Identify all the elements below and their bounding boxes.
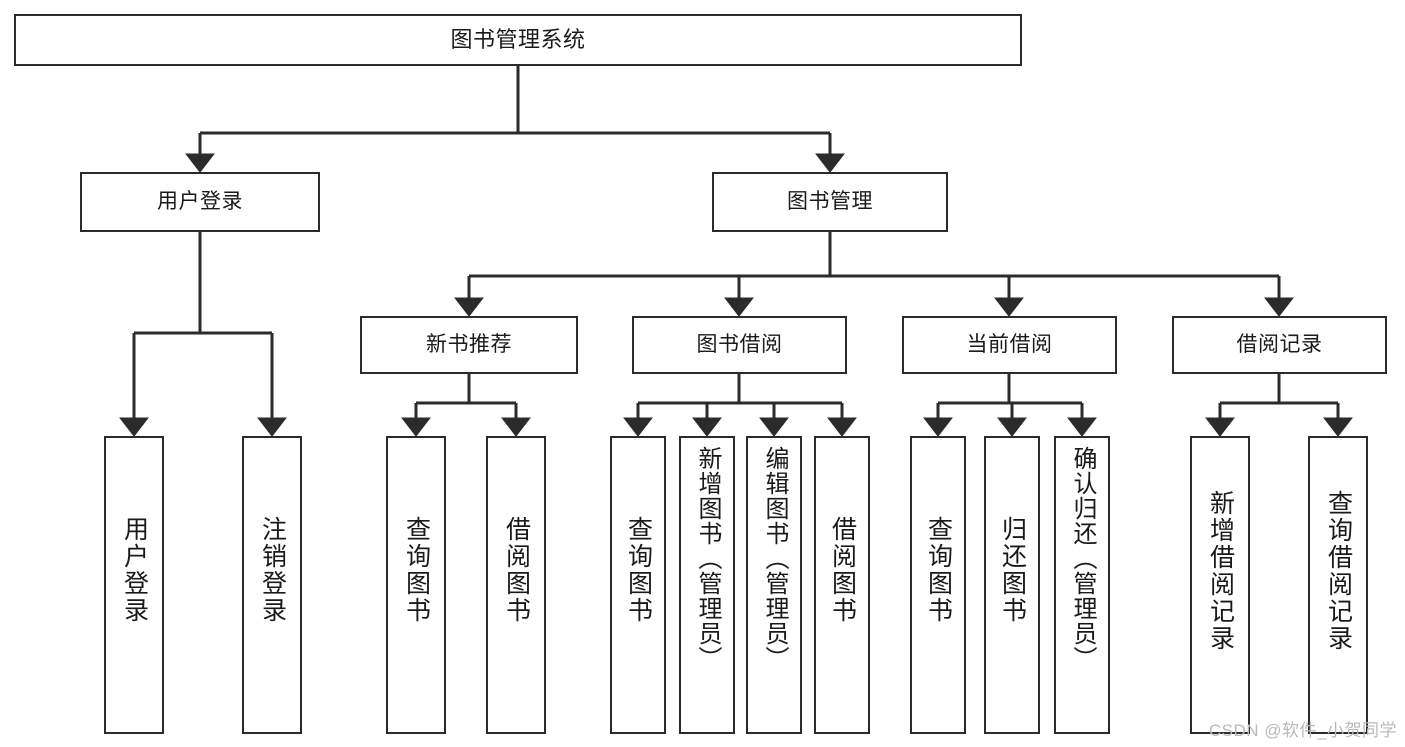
node-user-login[interactable]: 用户登录 [80,172,320,232]
node-label: 借阅记录 [1236,333,1323,357]
node-borrow-records[interactable]: 借阅记录 [1172,316,1387,374]
csdn-watermark: CSDN @软件_小贺同学 [1208,721,1397,740]
node-leaf-query-book-1[interactable]: 查询图书 [386,436,446,734]
node-leaf-return-book[interactable]: 归还图书 [984,436,1040,734]
node-label: 新书推荐 [426,333,512,357]
node-book-management[interactable]: 图书管理 [712,172,948,232]
node-label: 借阅图书 [502,516,531,624]
node-label: 查询图书 [624,516,653,624]
node-leaf-edit-book-admin[interactable]: 编辑图书（管理员） [746,436,802,734]
node-leaf-add-book-admin[interactable]: 新增图书（管理员） [679,436,735,734]
node-label: 确认归还（管理员） [1069,446,1096,671]
node-label: 图书借阅 [696,333,783,357]
node-label: 新增借阅记录 [1206,490,1235,652]
node-leaf-add-borrow-record[interactable]: 新增借阅记录 [1190,436,1250,734]
node-leaf-query-borrow-record[interactable]: 查询借阅记录 [1308,436,1368,734]
node-root[interactable]: 图书管理系统 [14,14,1022,66]
node-label: 注销登录 [258,516,287,624]
node-leaf-logout[interactable]: 注销登录 [242,436,302,734]
node-current-borrow[interactable]: 当前借阅 [902,316,1117,374]
node-label: 借阅图书 [828,516,857,624]
node-leaf-user-login[interactable]: 用户登录 [104,436,164,734]
node-label: 用户登录 [157,190,243,214]
node-label: 新增图书（管理员） [694,446,721,671]
node-leaf-borrow-book-1[interactable]: 借阅图书 [486,436,546,734]
node-label: 编辑图书（管理员） [761,446,788,671]
node-label: 图书管理 [787,190,873,214]
node-label: 查询图书 [402,516,431,624]
node-label: 查询图书 [924,516,953,624]
node-leaf-query-book-3[interactable]: 查询图书 [910,436,966,734]
node-leaf-confirm-return-admin[interactable]: 确认归还（管理员） [1054,436,1110,734]
node-label: 用户登录 [120,516,149,624]
node-book-borrow[interactable]: 图书借阅 [632,316,847,374]
node-label: 归还图书 [998,516,1027,624]
node-label: 图书管理系统 [450,26,586,52]
node-new-book-recommend[interactable]: 新书推荐 [360,316,578,374]
node-label: 查询借阅记录 [1324,490,1353,652]
node-label: 当前借阅 [966,333,1053,357]
node-leaf-query-book-2[interactable]: 查询图书 [610,436,666,734]
node-leaf-borrow-book-2[interactable]: 借阅图书 [814,436,870,734]
